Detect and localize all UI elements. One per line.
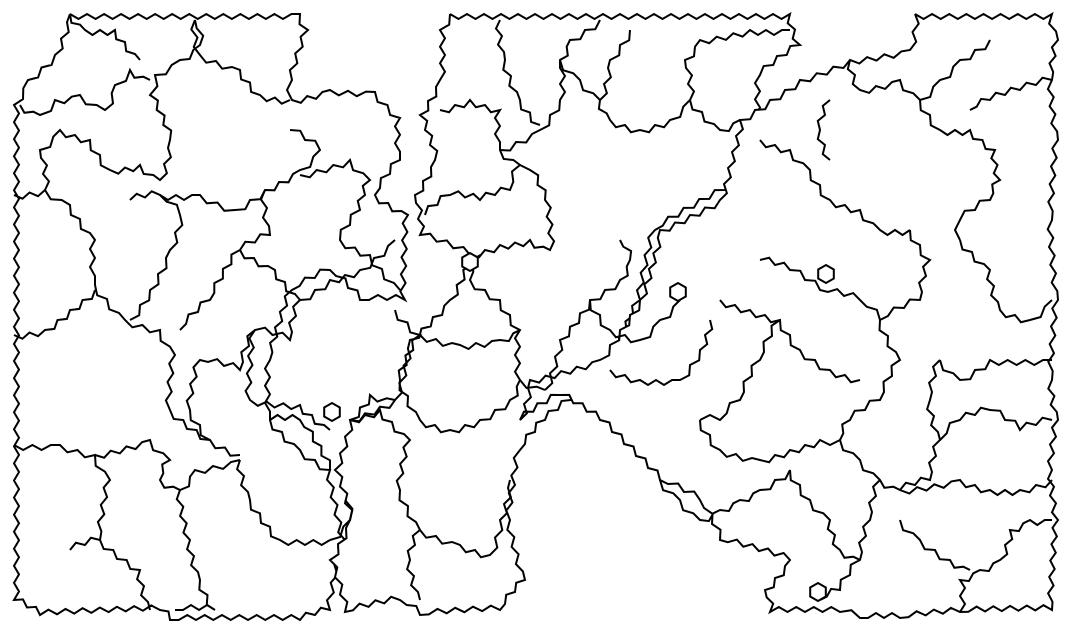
hex-enclave-right-middle[interactable] [670,283,686,301]
hex-enclave-center-lower[interactable] [324,403,340,421]
hex-enclave-bottom-right[interactable] [810,583,826,601]
hex-enclave-center[interactable] [462,253,478,271]
hex-enclave-right-upper[interactable] [818,265,834,283]
